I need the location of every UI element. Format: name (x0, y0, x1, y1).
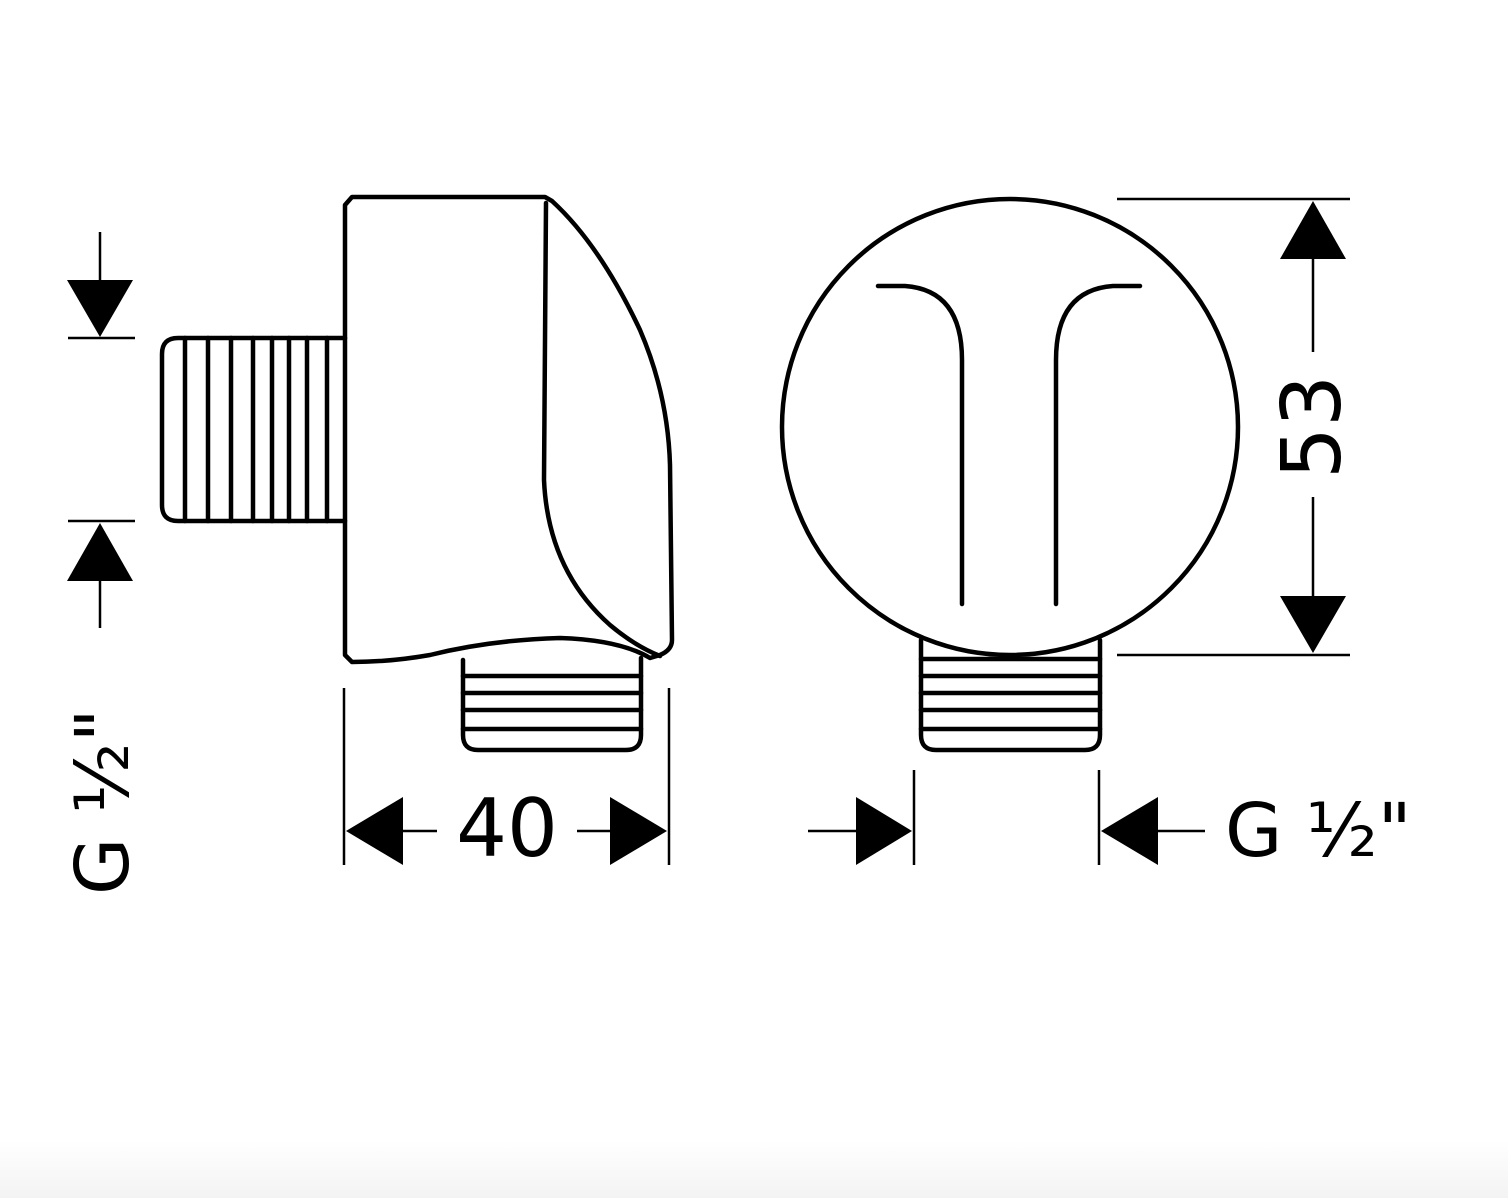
front-view-circle (779, 196, 1241, 658)
wall-thread (159, 335, 348, 524)
side-thread-label: G ½" (60, 708, 146, 895)
handle-right (1053, 283, 1143, 607)
bottom-thread-dimension: G ½" (808, 770, 1412, 874)
arrow-left-icon (1101, 797, 1158, 865)
height-dimension: 53 (1117, 197, 1360, 657)
arrow-down-icon (1280, 596, 1346, 653)
side-view-body (342, 194, 675, 665)
side-thread-dimension: G ½" (60, 232, 146, 895)
arrow-right-icon (610, 797, 667, 865)
front-bottom-thread (918, 637, 1103, 753)
width-dimension-label: 40 (456, 782, 558, 875)
front-view (779, 196, 1241, 753)
width-dimension: 40 (342, 688, 671, 875)
arrow-left-icon (346, 797, 403, 865)
arrow-down-icon (67, 280, 133, 337)
side-bottom-thread (460, 655, 644, 753)
bottom-thread-label: G ½" (1225, 788, 1412, 874)
arrow-up-icon (1280, 201, 1346, 259)
arrow-up-icon (67, 523, 133, 581)
height-dimension-label: 53 (1265, 375, 1360, 479)
arrow-right-icon (856, 797, 912, 865)
side-view-face-curve (541, 200, 663, 659)
handle-left (875, 283, 965, 607)
side-view (159, 194, 675, 753)
